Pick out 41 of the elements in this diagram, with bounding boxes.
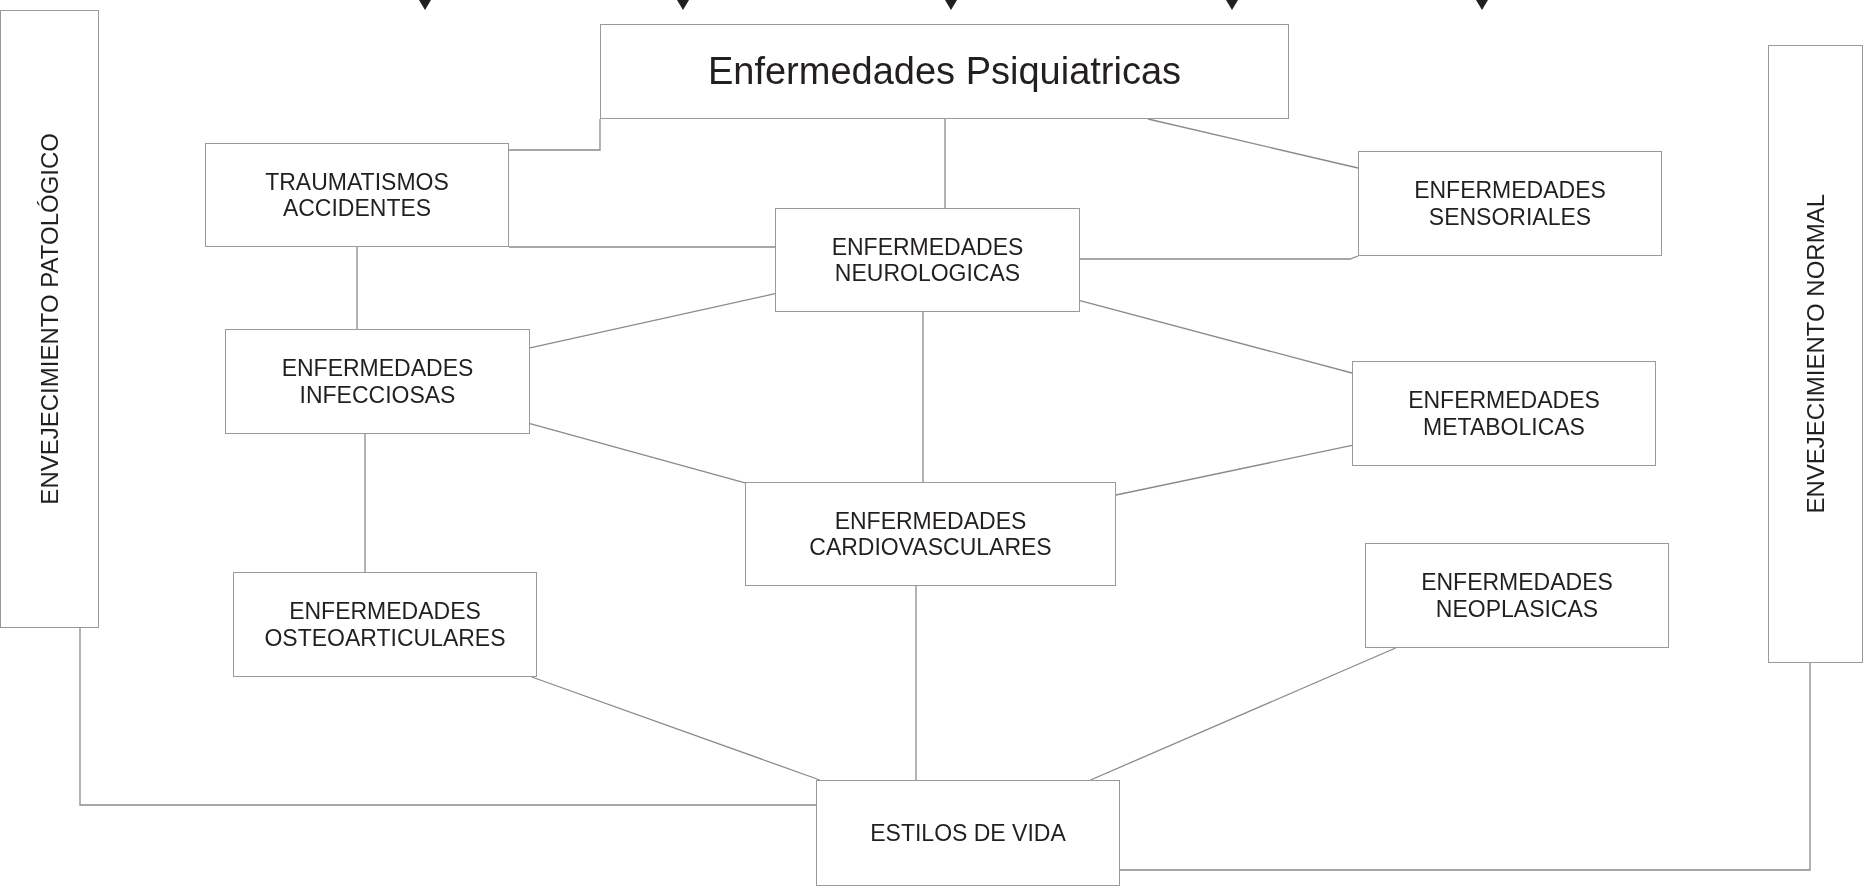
connector-line [531,676,821,781]
node-box [1365,543,1669,648]
node-label: ENFERMEDADES SENSORIALES [1413,177,1607,230]
node-label: ESTILOS DE VIDA [869,819,1067,847]
node-box [233,572,537,677]
connector-line [79,627,817,806]
connector-line [944,118,946,209]
node-box [1358,151,1662,256]
connector-line [529,422,746,484]
node-label: TRAUMATISMOS ACCIDENTES [264,168,450,222]
node-box [205,143,509,247]
node-label: ENFERMEDADES NEOPLASICAS [1420,569,1614,622]
node-box [600,24,1289,119]
node-label: ENVEJECIMIENTO NORMAL [1803,194,1828,514]
connector-line [508,246,776,248]
connector-line [364,433,366,573]
connector-line [1089,647,1397,781]
connector-line [508,118,601,151]
connector-line [1079,255,1359,260]
connector-line [1115,444,1353,496]
connector-line [915,585,917,781]
connector-line [356,246,358,330]
connector-line [529,293,776,349]
node-box [745,482,1116,586]
node-box [1768,45,1863,663]
connector-line [1079,299,1353,374]
node-box [1352,361,1656,466]
node-label: ENFERMEDADES METABOLICAS [1407,387,1601,440]
node-label: ENFERMEDADES CARDIOVASCULARES [808,507,1053,561]
node-label: ENFERMEDADES NEUROLOGICAS [830,233,1025,287]
node-box [775,208,1080,312]
connector-line [1119,662,1811,871]
node-box [225,329,530,434]
connector-line [1147,118,1359,169]
title-label: Enfermedades Psiquiatricas [707,48,1182,94]
node-label: ENFERMEDADES INFECCIOSAS [280,355,475,408]
node-box [0,10,99,628]
node-label: ENVEJECIMIENTO PATOLÓGICO [37,133,62,505]
node-box [816,780,1120,886]
connector-line [922,311,924,483]
node-label: ENFERMEDADES OSTEOARTICULARES [263,598,507,651]
